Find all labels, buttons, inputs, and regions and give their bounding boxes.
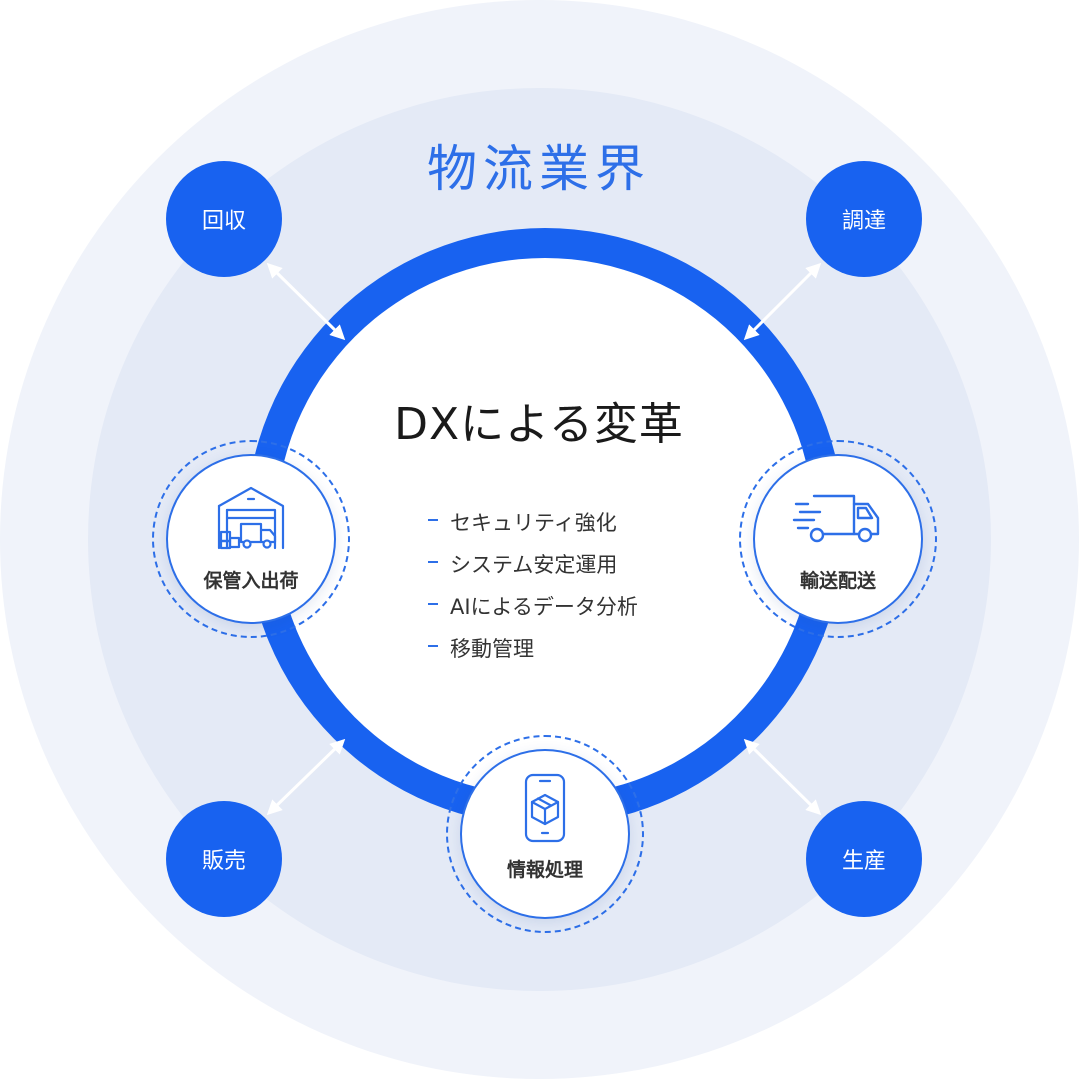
- stage-label: 生産: [841, 849, 886, 874]
- dash-bullet-icon: [428, 561, 438, 563]
- dash-bullet-icon: [428, 603, 438, 605]
- stage-label: 販売: [201, 849, 246, 874]
- dx-point-item: セキュリティ強化: [428, 504, 638, 546]
- hub-storage: 保管入出荷: [166, 454, 336, 624]
- arrow-bottom-left: [266, 738, 346, 816]
- dx-center-circle: [276, 258, 814, 796]
- dash-bullet-icon: [428, 645, 438, 647]
- hub-dashed-ring: [152, 440, 350, 638]
- hub-information: 情報処理: [460, 749, 630, 919]
- delivery-truck-icon: [792, 490, 884, 554]
- hub-dashed-ring: [739, 440, 937, 638]
- dx-points-list: セキュリティ強化 システム安定運用 AIによるデータ分析 移動管理: [428, 504, 638, 672]
- stage-label: 調達: [841, 209, 886, 234]
- hub-label: 情報処理: [506, 859, 583, 881]
- dx-point-item: AIによるデータ分析: [428, 588, 638, 630]
- hub-dashed-ring: [446, 735, 644, 933]
- arrow-top-right: [743, 262, 822, 341]
- hub-delivery: 輸送配送: [753, 454, 923, 624]
- dx-point-item: 移動管理: [428, 630, 638, 672]
- smartphone-package-icon: [520, 771, 570, 847]
- dx-point-item: システム安定運用: [428, 546, 638, 588]
- stage-node-collection: 回収: [166, 161, 282, 277]
- hub-label: 輸送配送: [799, 570, 876, 592]
- stage-node-production: 生産: [806, 801, 922, 917]
- industry-title: 物流業界: [427, 140, 651, 198]
- stage-node-sales: 販売: [166, 801, 282, 917]
- stage-node-procurement: 調達: [806, 161, 922, 277]
- arrow-top-left: [266, 262, 346, 341]
- dx-title: DXによる変革: [394, 399, 684, 450]
- warehouse-icon: [215, 482, 287, 556]
- hub-label: 保管入出荷: [203, 570, 299, 592]
- stage-label: 回収: [201, 209, 246, 234]
- arrow-bottom-right: [743, 738, 822, 816]
- dash-bullet-icon: [428, 519, 438, 521]
